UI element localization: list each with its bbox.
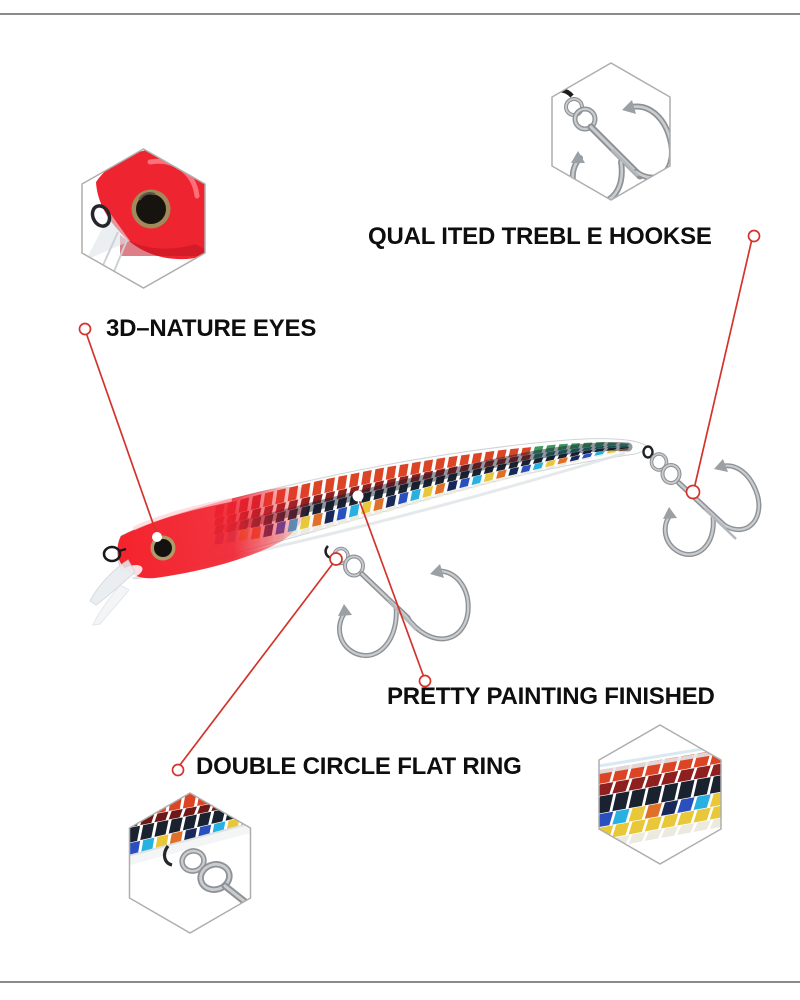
label-pretty-painting: PRETTY PAINTING FINISHED xyxy=(387,683,715,710)
callout-marker-eyes xyxy=(78,322,92,336)
callout-line-eyes xyxy=(85,333,157,533)
top-divider xyxy=(0,13,800,15)
hexagon-eye-closeup xyxy=(81,148,206,289)
label-3d-nature-eyes: 3D–NATURE EYES xyxy=(106,315,317,342)
callout-dot-eye xyxy=(152,532,162,542)
lure-eye-pupil xyxy=(154,539,172,557)
hexagon-hook-closeup xyxy=(551,62,671,201)
bottom-divider xyxy=(0,981,800,983)
callout-marker-painting xyxy=(418,674,432,688)
callout-marker-ring xyxy=(171,763,185,777)
lure-diving-lip xyxy=(89,559,136,606)
closeup-split-ring-1 xyxy=(180,849,206,873)
lure-red-head xyxy=(117,486,312,579)
hexagon-border xyxy=(128,792,252,934)
closeup-line-tie-wire xyxy=(90,204,112,228)
lure-line-tie-ring xyxy=(102,545,122,563)
hexagon-border xyxy=(551,62,671,201)
hexagon-border xyxy=(81,148,206,289)
lure-illustration xyxy=(89,438,762,658)
callout-line-painting xyxy=(358,500,425,677)
tail-treble-hook xyxy=(642,445,762,557)
callout-dot-body xyxy=(352,490,364,502)
label-double-circle-flat-ring: DOUBLE CIRCLE FLAT RING xyxy=(196,753,522,780)
callout-circle-tail-hook xyxy=(685,484,701,500)
callout-line-ring xyxy=(178,563,334,767)
hexagon-painting-closeup xyxy=(598,724,722,865)
closeup-eye-pupil xyxy=(136,194,166,224)
closeup-hanger-wire xyxy=(162,845,173,867)
callout-line-hooks xyxy=(693,240,753,488)
callout-marker-hooks xyxy=(747,229,761,243)
hexagon-border xyxy=(598,724,722,865)
label-treble-hooks: QUAL ITED TREBL E HOOKSE xyxy=(368,223,712,250)
hexagon-ring-closeup xyxy=(128,792,252,934)
closeup-split-ring-2 xyxy=(199,862,231,892)
callout-circle-belly-ring xyxy=(329,552,343,566)
callouts xyxy=(78,229,761,777)
